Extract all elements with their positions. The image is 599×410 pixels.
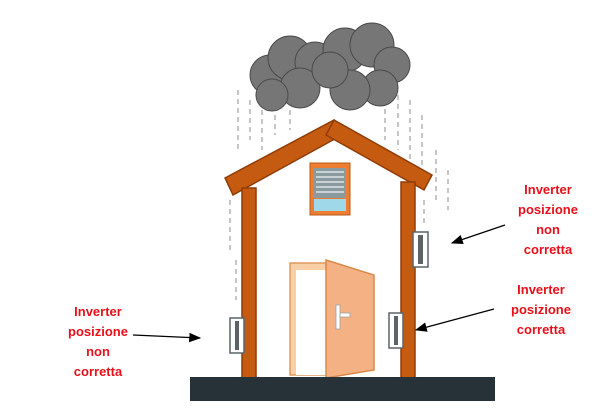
label-line: non bbox=[536, 222, 560, 237]
label-line: corretta bbox=[523, 242, 573, 257]
label-line: Inverter bbox=[524, 182, 572, 197]
cloud-icon bbox=[249, 22, 411, 112]
door-icon bbox=[289, 258, 375, 379]
inverter-icon bbox=[229, 317, 245, 354]
label-line: Inverter bbox=[517, 282, 565, 297]
inverter-icon bbox=[412, 231, 429, 268]
label-line: non bbox=[86, 344, 110, 359]
window-icon bbox=[309, 162, 351, 216]
inverter-icon bbox=[388, 312, 404, 349]
arrow-icon bbox=[450, 224, 506, 245]
ground bbox=[190, 377, 495, 401]
rain-icon bbox=[229, 90, 449, 300]
label-right-wrong-position: Inverter posizione non corretta bbox=[510, 180, 586, 260]
label-left-wrong-position: Inverter posizione non corretta bbox=[62, 302, 134, 382]
label-line: corretta bbox=[73, 364, 123, 379]
label-line: posizione bbox=[518, 202, 578, 217]
label-right-correct-position: Inverter posizione corretta bbox=[503, 280, 579, 340]
label-line: posizione bbox=[511, 302, 571, 317]
label-line: corretta bbox=[516, 322, 566, 337]
arrow-icon bbox=[132, 332, 202, 343]
arrow-icon bbox=[414, 308, 495, 332]
roof bbox=[224, 118, 434, 197]
label-line: posizione bbox=[68, 324, 128, 339]
label-line: Inverter bbox=[74, 304, 122, 319]
